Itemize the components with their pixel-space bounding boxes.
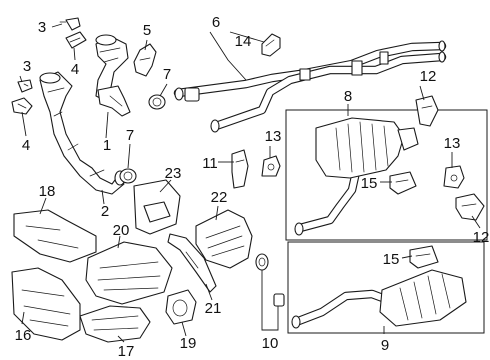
isolator-part-13b	[443, 165, 465, 189]
callout-2: 2	[101, 203, 109, 220]
callout-21: 21	[205, 300, 222, 317]
heat-shield-part-16	[11, 267, 81, 341]
hanger-part-12a	[415, 95, 439, 127]
callout-16: 16	[15, 327, 32, 344]
callout-4b: 4	[22, 137, 30, 154]
leader-lines	[19, 23, 481, 343]
muffler-part-8	[294, 117, 419, 236]
callout-23: 23	[165, 165, 182, 182]
clamp-part-7a	[148, 94, 166, 110]
callout-10: 10	[262, 335, 279, 352]
callout-17: 17	[118, 343, 135, 360]
bracket-part-21	[167, 233, 217, 293]
front-pipe-part-1	[95, 34, 131, 117]
clamp-part-4a	[65, 31, 87, 49]
callout-1: 1	[103, 137, 111, 154]
heat-shield-part-18	[13, 209, 97, 263]
clamp-part-19	[165, 289, 197, 325]
isolator-part-13a	[261, 155, 281, 177]
callout-19: 19	[180, 335, 197, 352]
rear-muffler-part-9	[291, 269, 467, 329]
bracket-part-5	[133, 43, 157, 77]
callout-15a: 15	[361, 175, 378, 192]
callout-7a: 7	[163, 66, 171, 83]
callout-20: 20	[113, 222, 130, 239]
callout-labels: 3 4 3 4 1 2 5 7 7 6 14 12 8 13 13 11 15 …	[15, 14, 490, 360]
callout-8: 8	[344, 88, 352, 105]
clamp-part-4b	[11, 97, 33, 115]
callout-5: 5	[143, 22, 151, 39]
rear-muffler-group-box	[287, 241, 485, 334]
bracket-part-12b	[455, 193, 485, 221]
heat-shield-part-23	[133, 179, 181, 235]
heat-shield-part-20	[85, 241, 173, 305]
callout-3b: 3	[23, 58, 31, 75]
callout-14: 14	[235, 33, 252, 50]
sensor-part-15a	[389, 171, 417, 195]
hanger-clip-part-14	[261, 33, 281, 57]
clamp-part-10	[255, 253, 285, 307]
muffler-group-box	[285, 109, 488, 241]
callout-13a: 13	[265, 128, 282, 145]
callout-6: 6	[212, 14, 220, 31]
callout-12a: 12	[420, 68, 437, 85]
callout-9: 9	[381, 337, 389, 354]
intermediate-pipe-part-6	[173, 40, 447, 133]
callout-18: 18	[39, 183, 56, 200]
clamp-part-7b	[119, 168, 137, 184]
callout-22: 22	[211, 189, 228, 206]
callout-4a: 4	[71, 61, 79, 78]
callout-13b: 13	[444, 135, 461, 152]
callout-7b: 7	[126, 127, 134, 144]
heat-shield-part-22	[195, 209, 253, 269]
callout-3a: 3	[38, 19, 46, 36]
clamp-part-3a	[59, 17, 81, 31]
callout-12b: 12	[473, 229, 490, 246]
heat-shield-part-17	[79, 305, 151, 343]
callout-15b: 15	[383, 251, 400, 268]
clamp-part-3b	[17, 79, 33, 93]
callout-11: 11	[202, 155, 218, 172]
sensor-part-15b	[409, 245, 439, 269]
bracket-part-11	[231, 149, 249, 189]
